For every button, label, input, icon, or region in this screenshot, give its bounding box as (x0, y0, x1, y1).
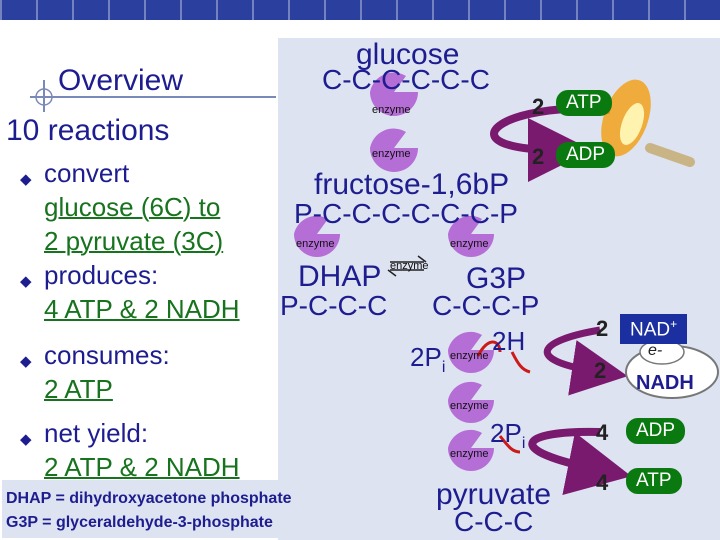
slide-subtitle: 10 reactions (6, 114, 170, 147)
flame-icon (601, 79, 695, 167)
bullet-convert-line2: 2 pyruvate (3C) (44, 226, 224, 256)
bullet-diamond-icon: ◆ (20, 353, 32, 370)
bullet-convert: convert (44, 158, 130, 188)
glucose-structure: C-C-C-C-C-C (322, 64, 490, 95)
isomerase-arrow (387, 255, 427, 277)
fructose-name: fructose-1,6bP (314, 168, 510, 201)
nad-badge: NAD+ (620, 314, 688, 345)
hydrogen-out: 2H (492, 326, 526, 356)
enzyme-icon (448, 429, 494, 471)
pi2-curve-arrow (498, 435, 521, 454)
enzyme-label: enzyme (372, 148, 411, 160)
bullet-produces-line1: 4 ATP & 2 NADH (44, 294, 240, 324)
enzyme-icon (448, 381, 494, 423)
bullet-produces: produces: (44, 260, 159, 290)
h-curve-arrow (510, 351, 531, 374)
bullet-diamond-icon: ◆ (20, 431, 32, 448)
top-banner (0, 0, 720, 20)
g3p-name: G3P (466, 262, 527, 295)
adp-out-badge: ADP (556, 142, 616, 168)
enzyme-icon (294, 215, 340, 257)
dhap-name: DHAP (298, 260, 382, 293)
adp-arc-arrow-1 (528, 427, 632, 496)
enzyme-icon (370, 72, 418, 116)
enzyme-label: enzyme (390, 260, 429, 272)
enzyme-icon (448, 215, 494, 257)
bullet-net-yield-line1: 2 ATP & 2 NADH (44, 452, 240, 482)
enzyme-label: enzyme (450, 400, 489, 412)
phosphate-out: 2Pi (490, 418, 526, 453)
nadh-cartoon-icon (625, 339, 719, 399)
legend-g3p: G3P = glyceraldehyde-3-phosphate (6, 514, 273, 531)
fructose-structure: P-C-C-C-C-C-C-P (294, 198, 518, 229)
enzyme-icon (448, 331, 494, 373)
bullet-consumes-line1: 2 ATP (44, 374, 113, 404)
pyruvate-structure: C-C-C (454, 506, 534, 537)
bullet-convert-line1: glucose (6C) to (44, 192, 221, 222)
nad-arc-arrow (544, 326, 628, 396)
g3p-structure: C-C-C-P (432, 290, 540, 321)
atp-out-badge: ATP (626, 468, 682, 494)
enzyme-label: enzyme (450, 350, 489, 362)
phosphate-in: 2Pi (410, 342, 446, 377)
atp-out-count: 4 (596, 470, 609, 495)
enzyme-label: enzyme (450, 448, 489, 460)
dhap-structure: P-C-C-C (280, 290, 388, 321)
atp-in-count: 2 (532, 94, 545, 119)
atp-in-badge: ATP (556, 90, 612, 116)
pyruvate-name: pyruvate (436, 478, 552, 511)
adp-in-count: 4 (596, 420, 609, 445)
nadh-label: NADH (636, 372, 694, 394)
legend-dhap: DHAP = dihydroxyacetone phosphate (6, 490, 292, 507)
pi-curve-arrow (476, 340, 502, 357)
adp-in-badge: ADP (626, 418, 686, 444)
bullet-consumes: consumes: (44, 340, 170, 370)
enzyme-label: enzyme (296, 238, 335, 250)
bullet-diamond-icon: ◆ (20, 273, 32, 290)
nad-count: 2 (596, 316, 609, 341)
enzyme-label: enzyme (372, 104, 411, 116)
glucose-name: glucose (356, 38, 460, 71)
enzyme-icon (370, 128, 418, 172)
nadh-count: 2 (594, 358, 607, 383)
slide-title: Overview (58, 64, 184, 97)
electron-label: e- (648, 342, 663, 359)
adp-out-count: 2 (532, 144, 545, 169)
bullet-net-yield: net yield: (44, 418, 149, 448)
enzyme-label: enzyme (450, 238, 489, 250)
bullet-diamond-icon: ◆ (20, 171, 32, 188)
abbreviation-legend: DHAP = dihydroxyacetone phosphate G3P = … (2, 480, 370, 538)
